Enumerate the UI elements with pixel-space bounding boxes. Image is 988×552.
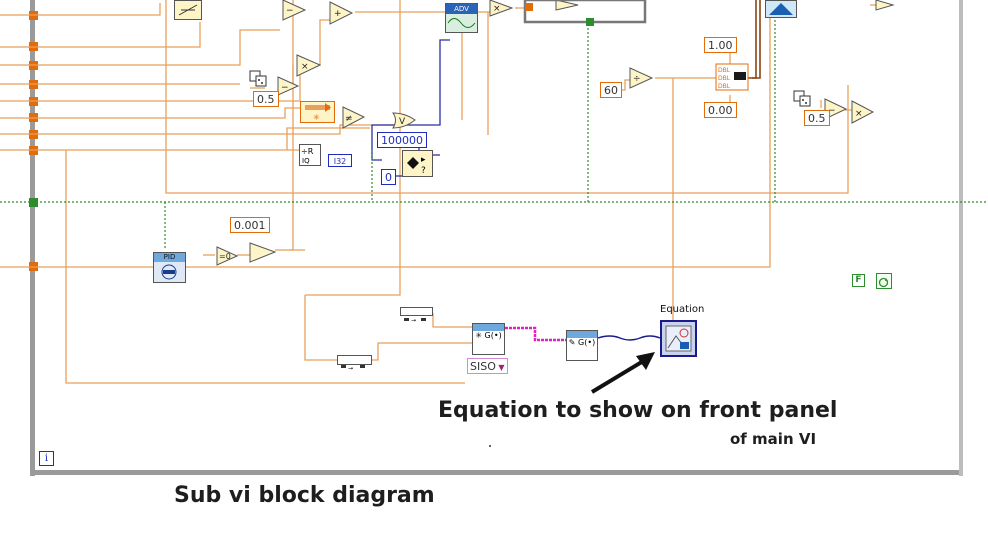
svg-text:DBL: DBL	[718, 67, 731, 74]
arrow-annotation-line2: of main VI	[730, 430, 817, 448]
siso-label: SISO	[470, 360, 496, 373]
arrow-annotation-line1: Equation to show on front panel	[438, 398, 838, 423]
quotient-icon: ÷RIQ	[301, 147, 314, 165]
subtract-node-2	[277, 76, 300, 96]
loop-condition-terminal[interactable]	[876, 273, 892, 289]
svg-text:✳: ✳	[313, 113, 320, 122]
or-gate	[392, 112, 416, 129]
select-node	[249, 242, 277, 263]
constant-0-001[interactable]: 0.001	[230, 217, 270, 233]
iteration-terminal: i	[39, 451, 54, 466]
bundle-icon: →	[404, 317, 426, 324]
random-number-icon-left	[249, 70, 267, 87]
fx-icon	[769, 3, 793, 15]
picture-indicator-icon	[665, 325, 692, 352]
adv-header: ADV	[446, 4, 477, 14]
stop-condition-false-constant[interactable]: F	[852, 274, 865, 287]
pid-vi-node[interactable]: PID	[153, 252, 186, 283]
case-structure	[523, 0, 647, 24]
constant-0[interactable]: 0	[381, 169, 396, 185]
tf-model-symbol: ✳ G(•)	[475, 331, 502, 340]
primitive-symbols: − + × × − ≠ ÷ − × =0	[219, 4, 863, 261]
adv-signal-generator[interactable]: ADV	[445, 3, 478, 33]
arrow-right-icon: ✳	[305, 103, 331, 122]
build-array-node: DBL DBL DBL	[715, 63, 749, 91]
diagram-caption: Sub vi block diagram	[174, 483, 435, 508]
svg-text:÷: ÷	[633, 74, 641, 84]
formula-node-icon[interactable]	[765, 0, 797, 18]
svg-text:+: +	[334, 9, 342, 19]
sine-wave-icon	[446, 14, 477, 32]
divide-node	[629, 67, 654, 89]
constant-60[interactable]: 60	[600, 82, 622, 98]
green-boolean-wires	[0, 0, 988, 250]
construct-tf-model-node[interactable]: ✳ G(•)	[472, 323, 505, 355]
svg-text:×: ×	[301, 62, 309, 72]
while-loop-border	[30, 0, 963, 476]
siso-selector[interactable]: SISO ▼	[467, 358, 508, 374]
inc-compare-node[interactable]: ✳	[300, 101, 335, 123]
multiply-node-3	[851, 100, 875, 124]
slider-control-icon[interactable]	[174, 0, 202, 20]
add-node	[329, 1, 354, 25]
annotation-arrow	[590, 352, 655, 394]
tf-model-header-icon	[473, 324, 504, 331]
constant-100000[interactable]: 100000	[377, 132, 427, 148]
i32-conversion-node[interactable]: I32	[328, 154, 352, 167]
random-number-icon-right	[793, 90, 811, 107]
cluster-wire	[505, 326, 566, 342]
subtract-node-3	[824, 98, 848, 120]
svg-text:≠: ≠	[345, 114, 353, 124]
svg-text:×: ×	[855, 109, 863, 119]
equation-wire	[597, 335, 661, 341]
svg-text:DBL: DBL	[718, 75, 731, 82]
orange-wires	[0, 0, 876, 384]
equal-zero-node	[216, 246, 239, 266]
svg-text:−: −	[286, 6, 294, 16]
svg-text:→: →	[348, 365, 353, 371]
svg-text:=0: =0	[219, 252, 231, 261]
draw-equation-symbol: ✎ G(•)	[568, 338, 596, 347]
constant-1-00[interactable]: 1.00	[704, 37, 737, 53]
bundle-icon-2: →	[341, 365, 365, 372]
svg-text:DBL: DBL	[718, 83, 731, 90]
cluster-node-bottom[interactable]: →	[337, 355, 372, 372]
pid-icon	[154, 262, 185, 282]
subtract-node	[282, 0, 307, 21]
constant-0-5-left[interactable]: 0.5	[253, 91, 279, 107]
multiply-node	[296, 54, 322, 77]
constant-0-5-right[interactable]: 0.5	[804, 110, 830, 126]
svg-text:IQ: IQ	[302, 157, 310, 165]
continue-loop-icon	[878, 277, 889, 288]
svg-text:×: ×	[493, 4, 501, 14]
pid-header: PID	[154, 253, 185, 262]
array-wire	[748, 0, 761, 79]
multiply-node-top	[489, 0, 514, 17]
primitive-nodes	[216, 0, 895, 266]
svg-text:?: ?	[421, 166, 426, 176]
equation-indicator-label: Equation	[660, 304, 705, 315]
equation-indicator-terminal[interactable]	[660, 320, 697, 357]
constant-0-00[interactable]: 0.00	[704, 102, 737, 118]
draw-tf-equation-node[interactable]: ✎ G(•)	[566, 330, 598, 361]
svg-text:−: −	[828, 106, 836, 116]
draw-equation-header-icon	[567, 331, 597, 338]
coerce-icon: ▸?	[407, 155, 426, 176]
svg-text:÷R: ÷R	[301, 147, 314, 156]
svg-text:→: →	[411, 317, 416, 323]
cluster-node-top[interactable]: →	[400, 307, 433, 324]
svg-text:▸: ▸	[421, 155, 426, 165]
dropdown-arrow-icon: ▼	[495, 363, 505, 372]
svg-text:V: V	[399, 117, 406, 127]
not-equal-node	[342, 106, 366, 129]
svg-text:−: −	[281, 83, 289, 93]
slider-icon	[178, 4, 198, 16]
in-range-coerce-node[interactable]: ▸?	[402, 150, 433, 177]
